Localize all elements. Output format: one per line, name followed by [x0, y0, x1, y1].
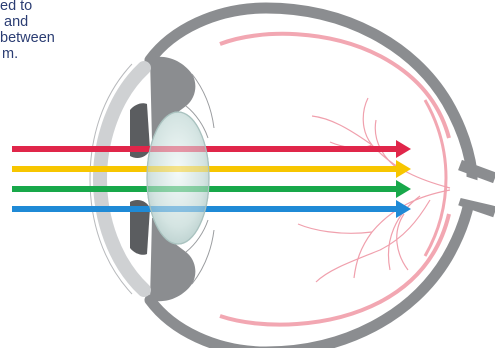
lens-overlay: [147, 112, 209, 244]
